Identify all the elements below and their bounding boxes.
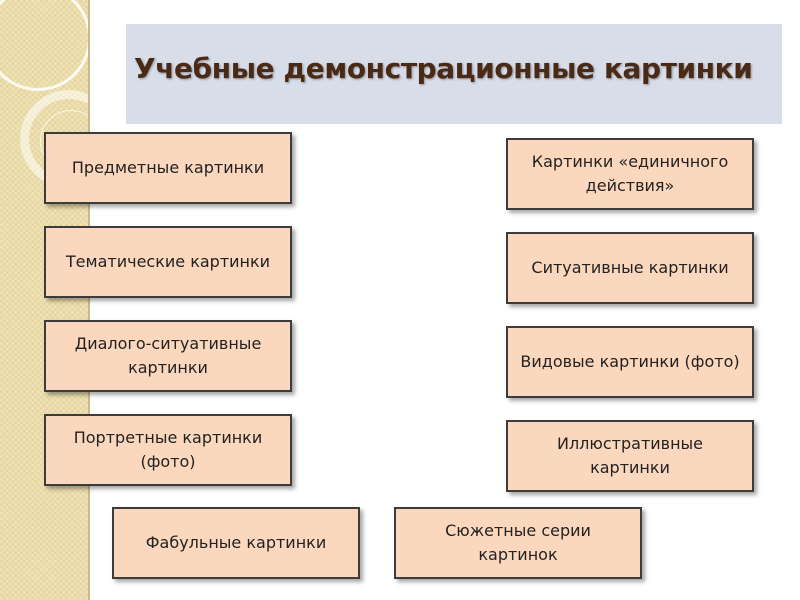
category-label: Картинки «единичного действия» — [531, 152, 729, 195]
category-box: Сюжетные серии картинок — [394, 507, 642, 579]
category-box: Фабульные картинки — [112, 507, 360, 579]
strip-divider — [88, 0, 90, 600]
category-label: Портретные картинки (фото) — [73, 428, 263, 471]
category-box: Иллюстративные картинки — [506, 420, 754, 492]
decorative-side-strip — [0, 0, 88, 600]
category-box: Картинки «единичного действия» — [506, 138, 754, 210]
category-label: Тематические картинки — [65, 252, 271, 271]
decorative-ring — [0, 0, 88, 91]
category-label: Видовые картинки (фото) — [520, 352, 740, 371]
category-label: Диалого-ситуативные картинки — [74, 334, 262, 377]
category-box: Видовые картинки (фото) — [506, 326, 754, 398]
category-label: Фабульные картинки — [145, 533, 327, 552]
category-label: Предметные картинки — [71, 158, 265, 177]
category-label: Сюжетные серии картинок — [445, 521, 591, 564]
category-label: Иллюстративные картинки — [556, 434, 704, 477]
category-box: Тематические картинки — [44, 226, 292, 298]
category-label: Ситуативные картинки — [531, 258, 729, 277]
category-box: Ситуативные картинки — [506, 232, 754, 304]
category-box: Предметные картинки — [44, 132, 292, 204]
title-banner — [126, 24, 782, 124]
category-box: Диалого-ситуативные картинки — [44, 320, 292, 392]
category-box: Портретные картинки (фото) — [44, 414, 292, 486]
slide-title: Учебные демонстрационные картинки — [134, 52, 753, 85]
